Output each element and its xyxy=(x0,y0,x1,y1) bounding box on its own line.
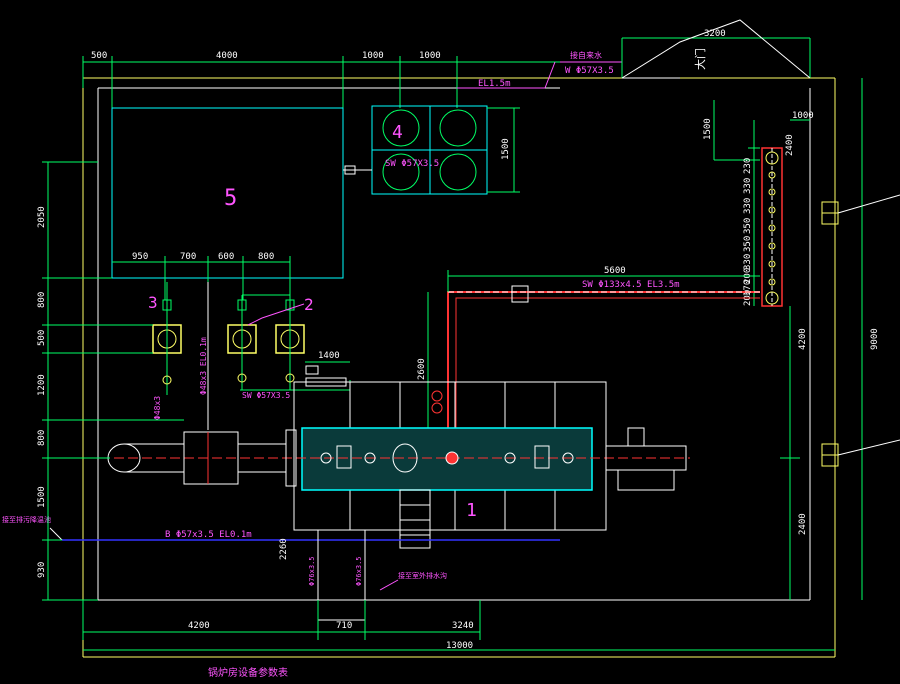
boiler-1 xyxy=(100,381,690,549)
main-steam-pipe xyxy=(427,270,760,455)
door-label: 大门 xyxy=(693,48,707,70)
dim-top-4000: 4000 xyxy=(216,51,238,61)
dim-unit4-1500: 1500 xyxy=(501,138,511,160)
bottom-dim-line xyxy=(82,600,835,651)
dim-right-top-1500: 1500 xyxy=(703,118,713,140)
water-tank-5 xyxy=(111,107,344,279)
dim-left-1500: 1500 xyxy=(37,486,47,508)
dim-left-500: 500 xyxy=(37,330,47,346)
dim-header-350b: 350 xyxy=(743,236,753,252)
dim-left-930: 930 xyxy=(37,562,47,578)
dim-right-4200: 4200 xyxy=(798,328,808,350)
el01-vertical-label: Φ48x3 EL0.1m xyxy=(199,337,208,395)
dim-bottom-4200: 4200 xyxy=(188,621,210,631)
steam-header-manifold xyxy=(761,147,783,307)
dim-blower-1400: 1400 xyxy=(318,351,340,361)
top-dimension-line xyxy=(82,56,560,108)
dim-right-2400: 2400 xyxy=(798,513,808,535)
dim-header-330b: 330 xyxy=(743,198,753,214)
dim-left-1200: 1200 xyxy=(37,374,47,396)
right-wall-vents xyxy=(821,194,900,467)
dim-left-800a: 800 xyxy=(37,292,47,308)
bottom-v1-label: Φ76x3.5 xyxy=(308,556,316,586)
dim-vertical-2600: 2600 xyxy=(417,358,427,380)
sw-main-label: SW Φ133x4.5 EL3.5m xyxy=(582,280,680,290)
sw-pumps-label: SW Φ57X3.5 xyxy=(242,391,290,400)
room-outline xyxy=(82,77,836,658)
pump-2b xyxy=(275,295,305,390)
dim-bottom-13000: 13000 xyxy=(446,641,473,651)
dim-left-800b: 800 xyxy=(37,430,47,446)
economizer xyxy=(107,431,286,485)
dim-right-9000: 9000 xyxy=(870,328,880,350)
sw-four-label: SW Φ57X3.5 xyxy=(385,159,439,169)
door-opening xyxy=(621,19,811,79)
dim-header-330a: 330 xyxy=(743,178,753,194)
dim-header-350a: 350 xyxy=(743,218,753,234)
pump-2a xyxy=(227,295,257,390)
dim-tank-600: 600 xyxy=(218,252,234,262)
dim-header-2400: 2400 xyxy=(785,134,795,156)
dim-header-330c: 330 xyxy=(743,254,753,270)
dim-top-1000b: 1000 xyxy=(419,51,441,61)
dim-tank-700: 700 xyxy=(180,252,196,262)
pump-3-number: 3 xyxy=(148,293,158,312)
dim-header-370: 370 xyxy=(743,280,753,296)
dim-vertical-2260: 2260 xyxy=(279,538,289,560)
dim-tank-800: 800 xyxy=(258,252,274,262)
dim-bottom-710: 710 xyxy=(336,621,352,631)
bottom-v2-label: Φ76x3.5 xyxy=(355,556,363,586)
pump-3 xyxy=(152,282,182,395)
top-w-pipe-label: W Φ57X3.5 xyxy=(565,66,614,76)
dim-main-pipe-5600: 5600 xyxy=(604,266,626,276)
unit-four-number: 4 xyxy=(392,122,403,143)
dim-header-230: 230 xyxy=(743,158,753,174)
right-dim-line xyxy=(780,78,863,600)
tank-number: 5 xyxy=(224,186,237,211)
top-w-caption: 接自来水 xyxy=(570,50,602,60)
b-line-label: B Φ57x3.5 EL0.1m xyxy=(165,530,252,540)
left-dim-line xyxy=(42,161,184,601)
dim-left-2050: 2050 xyxy=(37,206,47,228)
dim-top-500: 500 xyxy=(91,51,107,61)
left-note: 接至排污降温池 xyxy=(2,515,51,524)
drawing-title: 锅炉房设备参数表 xyxy=(208,666,288,679)
boiler-number: 1 xyxy=(466,500,477,521)
pump-2-number: 2 xyxy=(304,295,314,314)
dim-tank-950: 950 xyxy=(132,252,148,262)
header-dims xyxy=(713,100,810,306)
bottom-note: 接至室外排水沟 xyxy=(398,571,447,580)
el15-label: EL1.5m xyxy=(478,79,511,89)
dim-top-1000a: 1000 xyxy=(362,51,384,61)
unit-4-softener xyxy=(371,105,488,195)
dim-door: 3200 xyxy=(704,29,726,39)
phi48-label: Φ48x3 xyxy=(153,396,162,420)
dim-right-top-1000: 1000 xyxy=(792,111,814,121)
dim-bottom-3240: 3240 xyxy=(452,621,474,631)
